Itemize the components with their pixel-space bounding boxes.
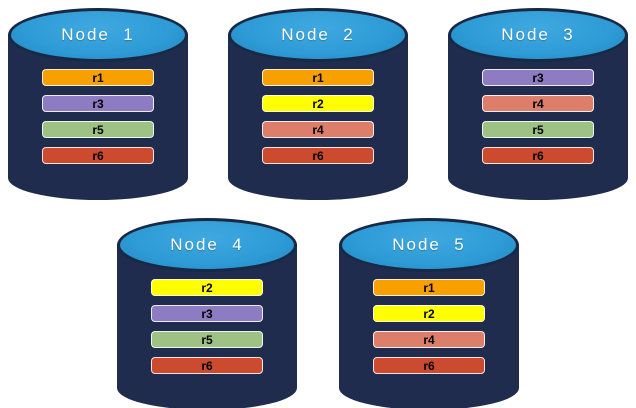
node-title: Node 1 (61, 25, 135, 44)
node-title: Node 5 (392, 235, 466, 254)
replica-bar-r3: r3 (151, 305, 263, 322)
replica-bar-r5: r5 (482, 121, 594, 138)
top-row: Node 1 r1 r3 r5 r6 Node 2 r1 r2 r4 r6 Node 3 r… (8, 8, 628, 204)
replica-list: r2 r3 r5 r6 (151, 279, 263, 374)
database-node-1: Node 1 r1 r3 r5 r6 (8, 8, 188, 204)
cylinder-top: Node 1 (8, 8, 188, 62)
replica-list: r1 r2 r4 r6 (373, 279, 485, 374)
database-node-4: Node 4 r2 r3 r5 r6 (117, 218, 297, 408)
replica-bar-r4: r4 (262, 121, 374, 138)
cylinder-top: Node 3 (448, 8, 628, 62)
replica-bar-r4: r4 (482, 95, 594, 112)
replica-bar-r6: r6 (373, 357, 485, 374)
replica-bar-r3: r3 (42, 95, 154, 112)
replica-bar-r6: r6 (151, 357, 263, 374)
database-node-5: Node 5 r1 r2 r4 r6 (339, 218, 519, 408)
replica-bar-r1: r1 (262, 69, 374, 86)
cylinder-top: Node 5 (339, 218, 519, 272)
replica-bar-r2: r2 (373, 305, 485, 322)
replica-bar-r5: r5 (42, 121, 154, 138)
replica-bar-r6: r6 (482, 147, 594, 164)
replica-bar-r3: r3 (482, 69, 594, 86)
replica-bar-r4: r4 (373, 331, 485, 348)
database-node-3: Node 3 r3 r4 r5 r6 (448, 8, 628, 204)
replica-bar-r1: r1 (42, 69, 154, 86)
replica-bar-r5: r5 (151, 331, 263, 348)
replica-bar-r6: r6 (262, 147, 374, 164)
node-title: Node 3 (501, 25, 575, 44)
database-node-2: Node 2 r1 r2 r4 r6 (228, 8, 408, 204)
node-title: Node 2 (281, 25, 355, 44)
cylinder-top: Node 4 (117, 218, 297, 272)
replica-list: r1 r3 r5 r6 (42, 69, 154, 164)
cylinder-top: Node 2 (228, 8, 408, 62)
replica-bar-r2: r2 (151, 279, 263, 296)
replica-list: r1 r2 r4 r6 (262, 69, 374, 164)
node-title: Node 4 (170, 235, 244, 254)
replica-list: r3 r4 r5 r6 (482, 69, 594, 164)
bottom-row: Node 4 r2 r3 r5 r6 Node 5 r1 r2 r4 r6 (0, 218, 636, 408)
replica-bar-r6: r6 (42, 147, 154, 164)
replica-bar-r2: r2 (262, 95, 374, 112)
replica-bar-r1: r1 (373, 279, 485, 296)
